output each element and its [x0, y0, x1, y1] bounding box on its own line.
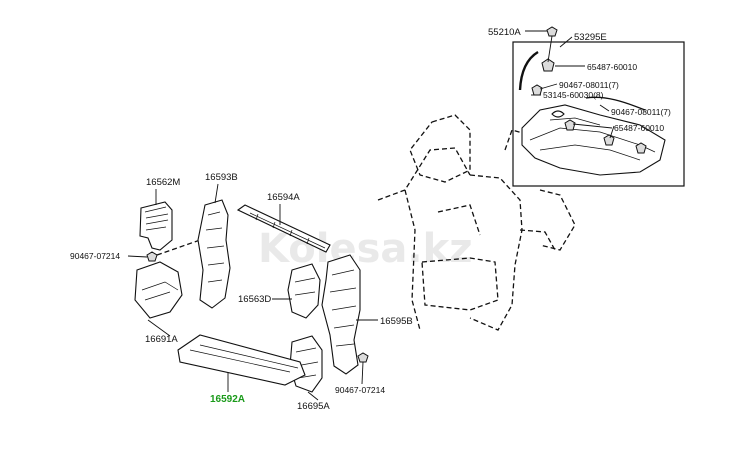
label-16562M: 16562M	[146, 177, 180, 188]
part-16691A-shape	[134, 261, 183, 337]
label-16594A: 16594A	[267, 192, 300, 203]
part-16595B-shape	[321, 254, 378, 375]
label-16592A: 16592A	[210, 394, 245, 405]
label-16563D: 16563D	[238, 294, 271, 305]
label-16695A: 16695A	[297, 401, 330, 412]
label-16595B: 16595B	[380, 316, 413, 327]
label-53295E: 53295E	[574, 32, 607, 43]
label-16691A: 16691A	[145, 334, 178, 345]
label-55210A: 55210A	[488, 27, 521, 38]
label-65487-60010-bottom: 65487-60010	[614, 123, 664, 133]
label-90467-07214-right: 90467-07214	[335, 385, 385, 395]
clip-90467-07214-right	[357, 352, 369, 385]
part-16593B-shape	[197, 183, 231, 309]
clip-90467-07214-left	[127, 239, 201, 262]
part-16563D-shape	[272, 263, 321, 319]
label-53145-60030: 53145-60030(8)	[543, 90, 604, 100]
part-16594A-shape	[236, 204, 331, 253]
part-16562M-shape	[139, 189, 173, 251]
radiator-support-outline	[377, 114, 576, 331]
label-65487-60010-top: 65487-60010	[587, 62, 637, 72]
label-90467-08011-bottom: 90467-08011(7)	[611, 107, 671, 117]
label-16593B: 16593B	[205, 172, 238, 183]
label-90467-08011-top: 90467-08011(7)	[559, 80, 619, 90]
detail-box-53295E	[512, 26, 685, 187]
label-90467-07214-left: 90467-07214	[70, 251, 120, 261]
part-16592A-shape	[177, 334, 306, 392]
